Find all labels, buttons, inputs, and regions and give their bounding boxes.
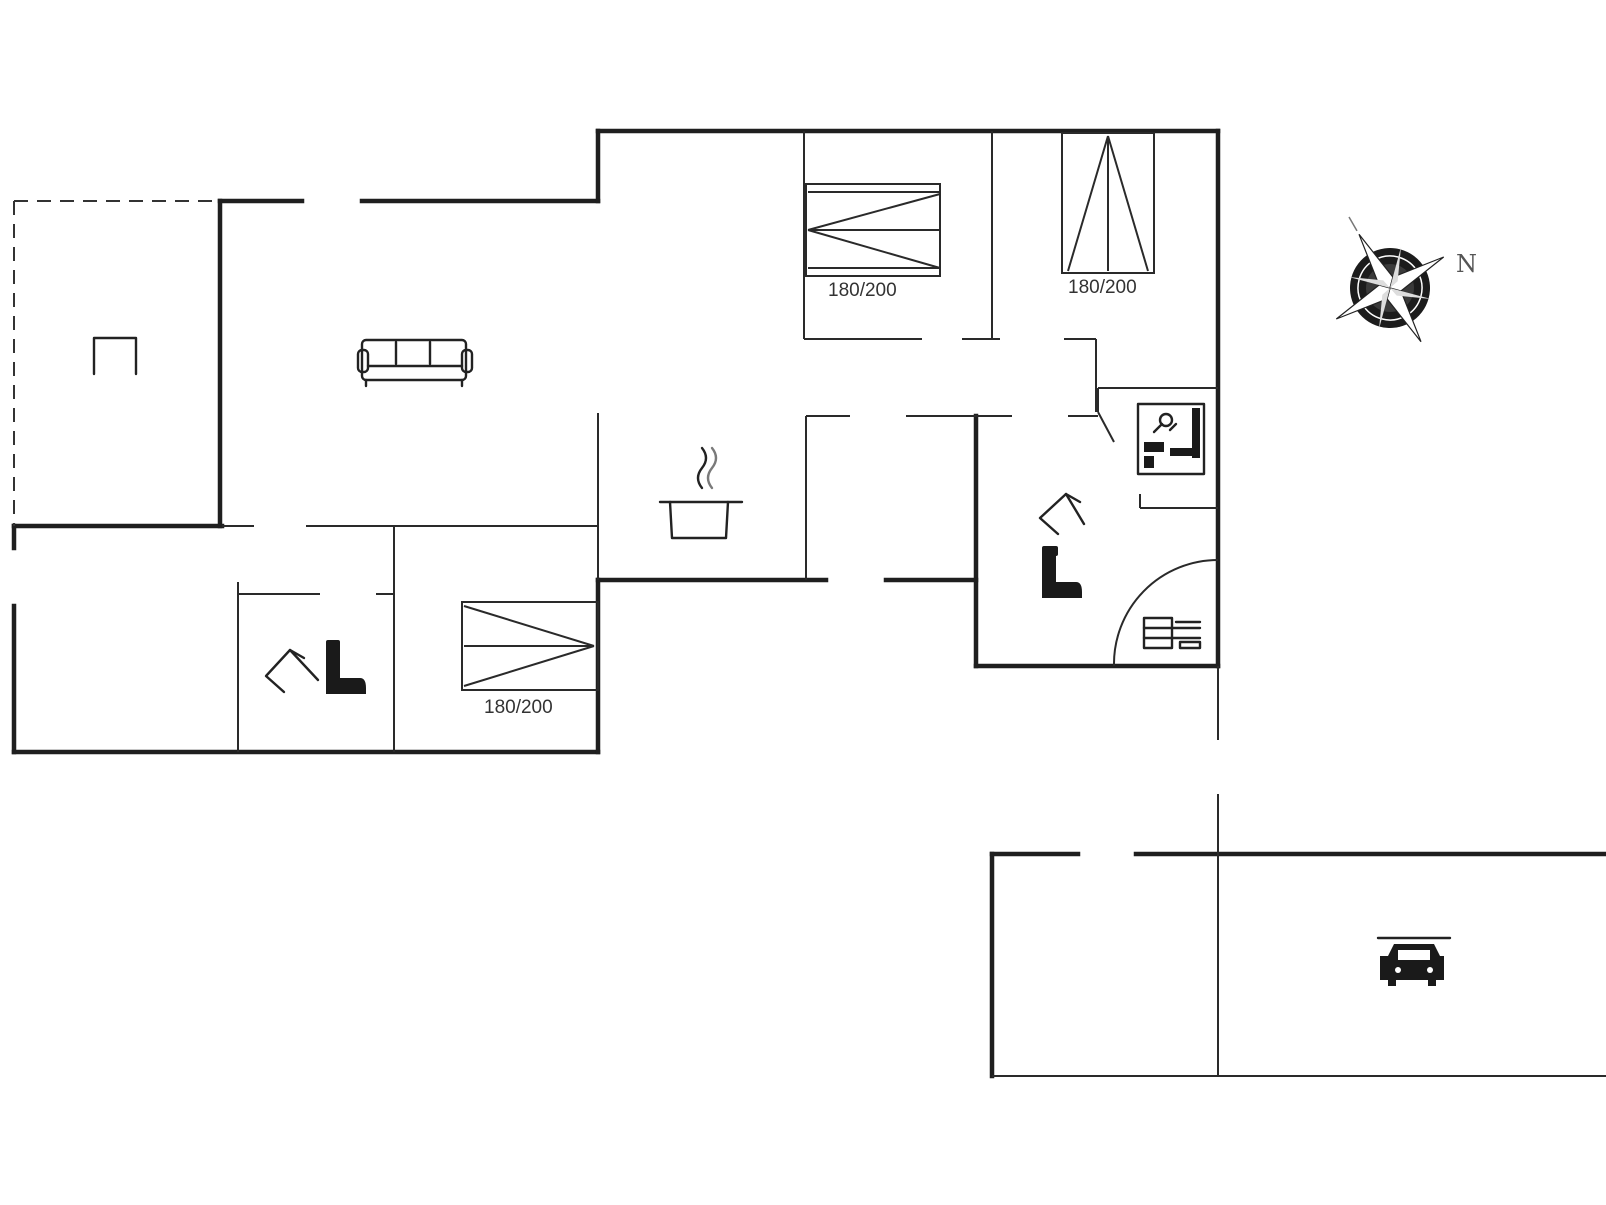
bed-top-right: 180/200 [1061, 132, 1155, 298]
sauna-icon [1142, 616, 1202, 650]
cooking-pot-icon [658, 446, 744, 540]
carport [989, 666, 1606, 1079]
compass-north-label: N [1456, 250, 1477, 278]
compass-icon [1335, 216, 1445, 343]
toilet-icon [326, 640, 366, 694]
shower-icon [264, 648, 320, 694]
bed-top-left: 180/200 [805, 183, 941, 301]
bed-size-label: 180/200 [484, 697, 553, 718]
car-icon [1376, 936, 1452, 986]
shower-icon [1038, 492, 1086, 536]
bed-size-label: 180/200 [828, 280, 897, 301]
outer-walls [11, 128, 1221, 755]
terrace-outline [13, 200, 220, 526]
washing-machine-icon [1136, 402, 1206, 476]
bed-bottom: 180/200 [461, 601, 599, 718]
toilet-icon [1042, 546, 1082, 598]
interior-walls [222, 131, 1219, 752]
bed-size-label: 180/200 [1068, 277, 1137, 298]
terrace-icon [92, 336, 138, 376]
sofa-icon [356, 338, 474, 388]
